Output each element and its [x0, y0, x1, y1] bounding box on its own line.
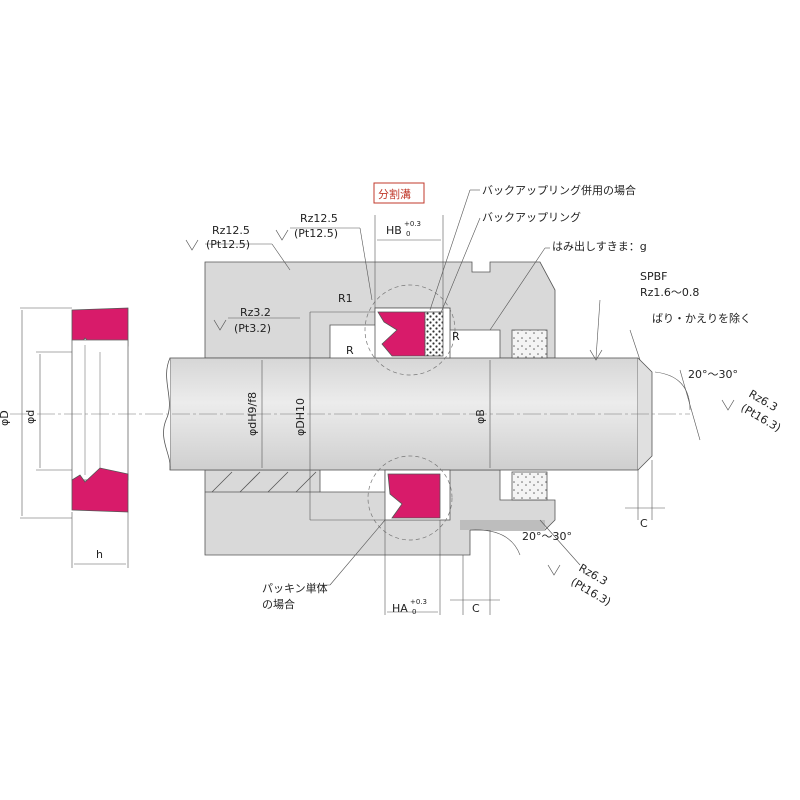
rz32-label: Rz3.2	[240, 306, 271, 319]
drawing-labels: 分割溝 バックアップリング併用の場合 バックアップリング はみ出しすきま：g S…	[206, 183, 783, 616]
hb-tol-bot: 0	[406, 230, 410, 238]
roughness-symbols	[185, 229, 735, 576]
backup-ring	[424, 311, 444, 357]
angle-top-label: 20°～30°	[688, 368, 738, 381]
split-groove-label: 分割溝	[378, 187, 411, 201]
hb-label: HB	[386, 224, 402, 237]
assembly-view	[10, 182, 735, 615]
seal-lower	[387, 473, 441, 519]
c-bottom-label: C	[472, 602, 480, 615]
r1-label: R1	[338, 292, 353, 305]
pt125-a-label: (Pt12.5)	[206, 238, 250, 251]
seal-bottom-lip	[71, 467, 129, 513]
wiper-upper	[511, 329, 548, 359]
phi-d-label: φd	[24, 410, 37, 424]
spbf-label: SPBF	[640, 270, 668, 283]
packing-only-line2: の場合	[262, 597, 295, 611]
phi-dh98-label: φdH9/f8	[246, 392, 259, 436]
deburr-label: ばり・かえりを除く	[652, 311, 751, 325]
spbf-rz-label: Rz1.6～0.8	[640, 286, 699, 299]
r-top-label: R	[346, 344, 354, 357]
housing-lower	[204, 469, 556, 556]
pt32-label: (Pt3.2)	[234, 322, 271, 335]
rz125-a-label: Rz12.5	[212, 224, 250, 237]
r-ring-label: R	[452, 330, 460, 343]
pt125-b-label: (Pt12.5)	[294, 227, 338, 240]
detail-circle-lower	[367, 455, 453, 541]
thread-marks	[205, 471, 320, 493]
ha-tol-bot: 0	[412, 608, 416, 616]
c-right-label: C	[640, 517, 648, 530]
split-groove-tag-box	[373, 182, 425, 204]
phi-b-label: φB	[474, 409, 487, 424]
detail-circle-upper	[364, 284, 456, 376]
ha-tol-top: +0.3	[410, 598, 427, 606]
seal-section-view: φD φd h	[0, 307, 129, 568]
packing-only-line1: パッキン単体	[262, 581, 328, 595]
housing-upper	[204, 261, 556, 359]
phi-dh10-label: φDH10	[294, 398, 307, 436]
phi-D-label: φD	[0, 410, 11, 426]
backup-ring-combined-label: バックアップリング併用の場合	[482, 183, 636, 197]
ha-label: HA	[392, 602, 408, 615]
backup-ring-label: バックアップリング	[482, 210, 581, 224]
angle-bottom-label: 20°～30°	[522, 530, 572, 543]
extrusion-gap-label: はみ出しすきま：g	[552, 239, 647, 253]
hb-tol-top: +0.3	[404, 220, 421, 228]
wiper-lower	[511, 471, 548, 501]
rz125-b-label: Rz12.5	[300, 212, 338, 225]
h-label: h	[96, 548, 103, 561]
